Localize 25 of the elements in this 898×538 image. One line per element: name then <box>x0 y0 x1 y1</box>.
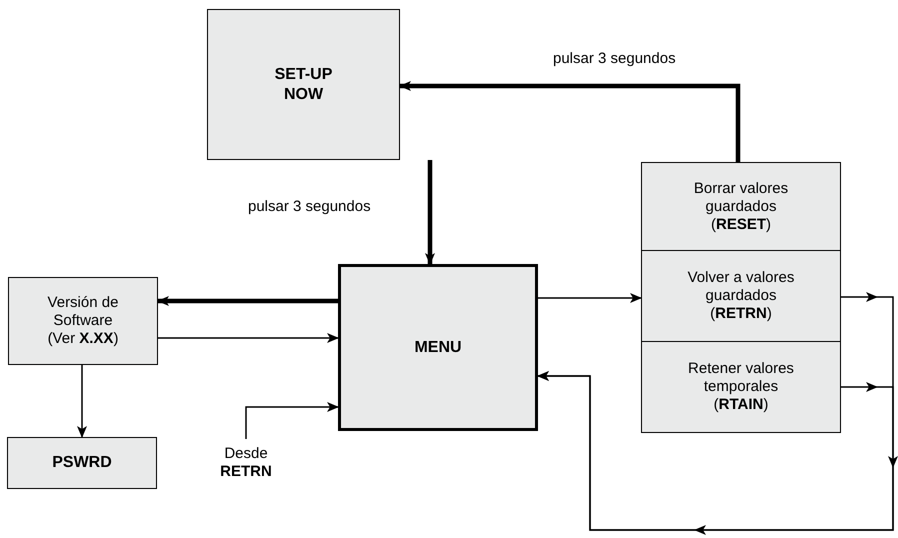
menu-option-box <box>641 251 841 342</box>
node-text: Desde RETRN <box>219 445 273 481</box>
node-text: MENU <box>414 338 462 358</box>
menu-box <box>338 264 538 431</box>
arrow <box>538 293 642 303</box>
process-box <box>8 277 158 365</box>
menu-option-box <box>641 342 841 433</box>
edge-label: pulsar 3 segundos <box>553 51 676 66</box>
node-text: PSWRD <box>52 453 112 473</box>
node-text: Borrar valores guardados (RESET) <box>692 180 790 234</box>
process-box <box>7 437 157 489</box>
arrow <box>157 296 338 306</box>
arrow <box>537 371 894 531</box>
process-box <box>207 9 400 160</box>
arrow <box>425 160 435 265</box>
node-text: SET-UP NOW <box>274 65 334 104</box>
menu-option-box <box>641 162 841 251</box>
edge-label: pulsar 3 segundos <box>248 199 371 214</box>
arrow <box>245 402 339 439</box>
arrow <box>399 81 740 162</box>
arrow <box>158 333 339 343</box>
node-text: Versión de Software (Ver X.XX) <box>46 294 120 348</box>
arrow <box>77 365 87 438</box>
node-text: Retener valores temporales (RTAIN) <box>687 360 795 414</box>
node-text: Volver a valores guardados (RETRN) <box>686 269 796 323</box>
